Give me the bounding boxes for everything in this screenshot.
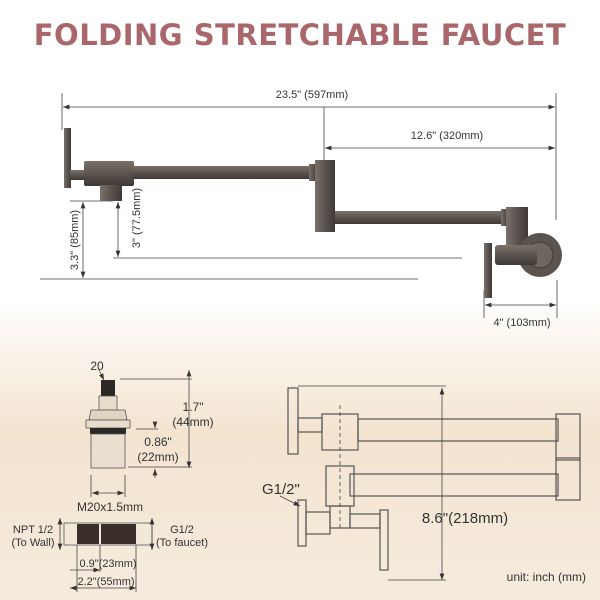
cartridge-drawing: [85, 380, 131, 469]
nipple-total-length-label: 2.2"(55mm): [77, 576, 134, 588]
arm-length-label: 12.6" (320mm): [411, 130, 483, 142]
nipple-left-note-label: (To Wall): [12, 537, 55, 549]
flange-depth-label: 4" (103mm): [493, 317, 550, 329]
spline-count-label: 20: [90, 359, 104, 373]
unit-note: unit: inch (mm): [507, 570, 586, 584]
nipple-right-note-label: (To faucet): [156, 537, 208, 549]
nipple-right-thread-label: G1/2: [170, 524, 194, 536]
nipple-left-thread-label: NPT 1/2: [13, 524, 53, 536]
folded-dimension-lines: [279, 385, 446, 581]
folded-height-label: 8.6"(218mm): [422, 510, 508, 527]
top-dimension-lines: [40, 93, 558, 318]
faucet-photo: [64, 128, 562, 298]
inlet-thread-label: G1/2": [262, 481, 300, 498]
nipple-drawing: [63, 522, 153, 546]
nipple-short-length-label: 0.9"(23mm): [79, 558, 136, 570]
cartridge-dimension-lines: [90, 367, 192, 497]
thread-height-in-label: 0.86": [144, 435, 172, 449]
total-height-in-label: 1.7": [183, 400, 204, 414]
page-title: FOLDING STRETCHABLE FAUCET: [33, 18, 567, 52]
total-height-mm-label: (44mm): [172, 415, 213, 429]
height-inner-label: 3" (77.5mm): [131, 188, 143, 248]
thread-height-mm-label: (22mm): [137, 450, 178, 464]
overall-length-label: 23.5" (597mm): [276, 89, 348, 101]
nipple-dimension-lines: [57, 518, 155, 592]
thread-size-label: M20x1.5mm: [77, 500, 143, 514]
height-outer-label: 3.3" (85mm): [69, 210, 81, 270]
folded-faucet-outline: [287, 387, 581, 571]
